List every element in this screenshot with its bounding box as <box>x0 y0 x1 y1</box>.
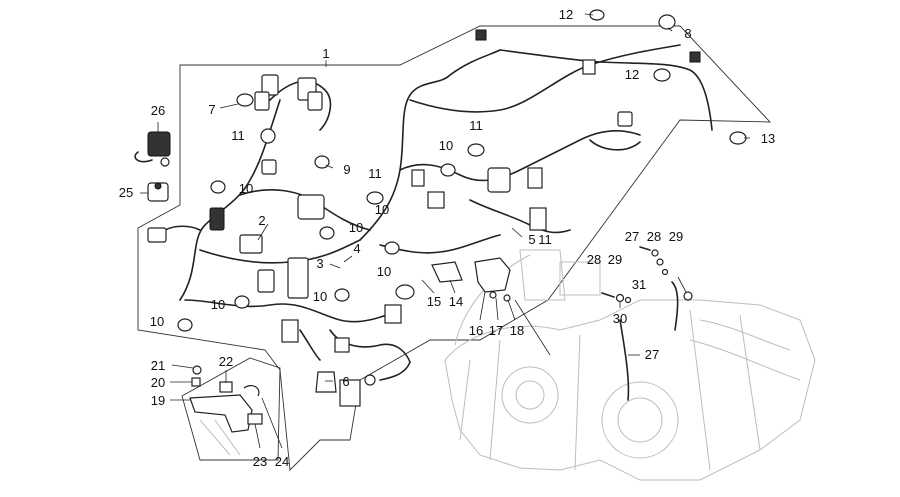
callout-label: 14 <box>449 294 463 309</box>
callout-label: 18 <box>510 323 524 338</box>
callout-label: 21 <box>151 358 165 373</box>
callout-label: 10 <box>239 181 253 196</box>
callout-label: 10 <box>349 220 363 235</box>
callout-label: 12 <box>559 7 573 22</box>
callout-label: 27 <box>625 229 639 244</box>
callout-label: 10 <box>375 202 389 217</box>
callout-label: 19 <box>151 393 165 408</box>
main-harness-frame <box>137 25 772 471</box>
callout-label: 25 <box>119 185 133 200</box>
bracket-inset-frame <box>181 357 281 461</box>
part-25-relay <box>134 131 171 167</box>
callout-label: 29 <box>608 252 622 267</box>
callout-label: 11 <box>368 166 382 181</box>
callout-label: 1 <box>322 46 329 61</box>
callout-label: 29 <box>669 229 683 244</box>
callout-label: 10 <box>313 289 327 304</box>
callout-label: 10 <box>211 297 225 312</box>
engine-ghost <box>444 249 816 481</box>
callout-label: 11 <box>231 128 245 143</box>
cable-clips <box>177 9 747 393</box>
callout-label: 2 <box>258 213 265 228</box>
callout-label: 15 <box>427 294 441 309</box>
callout-label: 10 <box>439 138 453 153</box>
callout-label: 10 <box>377 264 391 279</box>
callout-label: 13 <box>761 131 775 146</box>
part-24-sensor <box>147 182 169 202</box>
callout-label: 24 <box>275 454 289 469</box>
callout-label: 7 <box>208 102 215 117</box>
callout-label: 22 <box>219 354 233 369</box>
callout-label: 9 <box>343 162 350 177</box>
callout-label: 23 <box>253 454 267 469</box>
callout-label: 16 <box>469 323 483 338</box>
callout-label: 6 <box>342 374 349 389</box>
callout-label: 27 <box>645 347 659 362</box>
ground-strap-parts <box>601 246 693 401</box>
callout-label: 31 <box>632 277 646 292</box>
callout-label: 5 <box>528 232 535 247</box>
callout-label: 26 <box>151 103 165 118</box>
callout-label: 17 <box>489 323 503 338</box>
callout-label: 12 <box>625 67 639 82</box>
callout-label: 20 <box>151 375 165 390</box>
harness-connectors <box>147 29 701 407</box>
callout-label: 10 <box>150 314 164 329</box>
callout-label: 30 <box>613 311 627 326</box>
callout-label: 11 <box>538 232 552 247</box>
callout-label: 3 <box>316 256 323 271</box>
callout-label: 28 <box>647 229 661 244</box>
callout-label: 4 <box>353 241 360 256</box>
callout-label: 8 <box>684 26 691 41</box>
callout-label: 11 <box>469 118 483 133</box>
callout-labels: 1 2 3 4 5 6 7 8 9 10 10 10 10 10 10 10 1… <box>119 7 775 469</box>
leader-lines <box>140 13 750 449</box>
bracket-assembly <box>189 365 263 456</box>
part-15-bracket <box>474 257 511 302</box>
callout-label: 28 <box>587 252 601 267</box>
